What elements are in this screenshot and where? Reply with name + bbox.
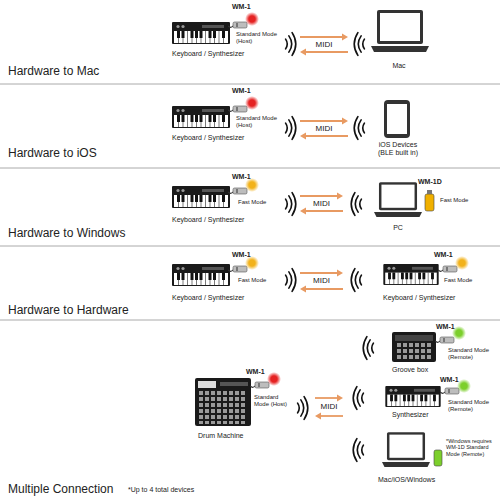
device-caption: Fast Mode (238, 199, 278, 206)
device-caption: Keyboard / Synthesizer (172, 134, 262, 142)
device-caption: Keyboard / Synthesizer (172, 50, 262, 58)
device-caption: Mac/iOS/Windows (378, 476, 458, 484)
link-label: MIDI (315, 125, 334, 133)
link-label: MIDI (312, 200, 331, 208)
model-label: WM-1 (436, 323, 466, 331)
device-caption: Keyboard / Synthesizer (383, 294, 473, 302)
device-caption: *Windows requires WM-1D Standard Mode (R… (446, 438, 495, 457)
device-caption: Standard Mode (Remote) (448, 347, 495, 361)
device-group: WM-1Standard Mode (Remote) Groove box (345, 322, 495, 378)
model-label: WM-1 (232, 3, 262, 11)
model-label: WM-1 (440, 376, 470, 384)
device-group: WM-1Standard Mode (Host) Keyboard / Synth… (168, 2, 298, 64)
device-caption: Drum Machine (198, 432, 278, 440)
device-caption: Mac (366, 62, 432, 70)
device-group: WM-1Standard Mode (Host) Drum Machine (175, 358, 313, 448)
device-caption: Synthesizer (392, 411, 442, 419)
device-caption: Keyboard / Synthesizer (172, 216, 262, 224)
device-caption: Standard Mode (Host) (254, 394, 292, 408)
device-caption: PC (378, 224, 418, 232)
device-group: WM-1Fast ModeKeyboard / Synthesizer (168, 250, 298, 308)
device-group: Mac (350, 5, 435, 77)
row-heading: Hardware to Hardware (8, 303, 129, 317)
device-caption: Fast Mode (238, 277, 278, 284)
device-group: WM-1D Fast ModePC (345, 172, 495, 236)
midi-link (300, 193, 343, 215)
midi-link (315, 395, 343, 420)
device-caption: Groove box (392, 366, 452, 374)
device-caption: Keyboard / Synthesizer (172, 294, 262, 302)
device-caption: iOS Devices (BLE built in) (370, 141, 426, 157)
device-caption: Fast Mode (440, 197, 485, 204)
device-caption: Standard Mode (Remote) (448, 399, 495, 413)
model-label: WM-1 (232, 87, 262, 95)
row-heading: Multiple Connection (8, 482, 113, 496)
midi-link (300, 118, 348, 140)
device-group: WM-1Standard Mode (Remote) Synthesizer (345, 378, 495, 424)
model-label: WM-1 (246, 368, 276, 376)
model-label: WM-1D (418, 178, 448, 186)
link-label: MIDI (312, 277, 331, 285)
row-heading: Hardware to iOS (8, 146, 97, 160)
midi-link (300, 34, 348, 56)
model-label: WM-1 (434, 251, 464, 259)
midi-link (300, 270, 343, 293)
row-dividers (0, 84, 500, 320)
device-group: *Windows requires WM-1D Standard Mode (R… (345, 426, 495, 488)
device-caption: Fast Mode (444, 277, 484, 284)
link-label: MIDI (315, 41, 334, 49)
device-caption: Standard Mode (Host) (236, 31, 280, 45)
row-heading: Hardware to Windows (8, 226, 125, 240)
footnote: *Up to 4 total devices (128, 486, 194, 493)
device-group: WM-1Fast ModeKeyboard / Synthesizer (168, 172, 298, 230)
device-group: WM-1Standard Mode (Host) Keyboard / Synth… (168, 86, 298, 148)
model-label: WM-1 (232, 251, 262, 259)
device-group: iOS Devices (BLE built in) (350, 92, 445, 164)
row-heading: Hardware to Mac (8, 64, 99, 78)
model-label: WM-1 (232, 173, 262, 181)
link-label: MIDI (320, 403, 339, 411)
device-caption: Standard Mode (Host) (236, 115, 280, 129)
device-group: WM-1Fast ModeKeyboard / Synthesizer (345, 250, 495, 308)
